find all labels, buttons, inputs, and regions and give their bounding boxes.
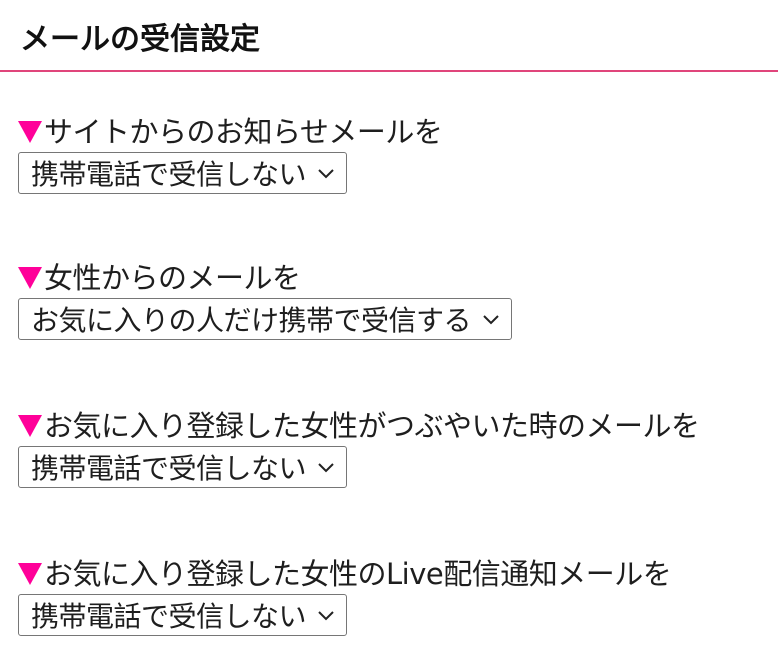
chevron-down-icon <box>483 315 499 325</box>
female-mail-select[interactable]: お気に入りの人だけ携帯で受信する <box>18 298 513 340</box>
setting-tweet-mail: お気に入り登録した女性がつぶやいた時のメールを 携帯電話で受信しない <box>18 404 700 488</box>
setting-site-notice: サイトからのお知らせメールを 携帯電話で受信しない <box>18 110 443 194</box>
triangle-down-icon <box>18 121 42 143</box>
chevron-down-icon <box>318 463 334 473</box>
chevron-down-icon <box>318 611 334 621</box>
live-notice-mail-select[interactable]: 携帯電話で受信しない <box>18 594 348 636</box>
setting-label: お気に入り登録した女性のLive配信通知メールを <box>18 552 672 592</box>
page-title: メールの受信設定 <box>20 22 260 57</box>
setting-female-mail: 女性からのメールを お気に入りの人だけ携帯で受信する <box>18 256 513 340</box>
triangle-down-icon <box>18 415 42 437</box>
triangle-down-icon <box>18 267 42 289</box>
setting-live-mail: お気に入り登録した女性のLive配信通知メールを 携帯電話で受信しない <box>18 552 672 636</box>
chevron-down-icon <box>318 169 334 179</box>
site-notice-mail-select[interactable]: 携帯電話で受信しない <box>18 152 348 194</box>
setting-label: 女性からのメールを <box>18 256 512 296</box>
setting-label: サイトからのお知らせメールを <box>18 110 443 150</box>
tweet-mail-select[interactable]: 携帯電話で受信しない <box>18 446 348 488</box>
triangle-down-icon <box>18 563 42 585</box>
page-header: メールの受信設定 <box>0 0 778 72</box>
setting-label: お気に入り登録した女性がつぶやいた時のメールを <box>18 404 700 444</box>
